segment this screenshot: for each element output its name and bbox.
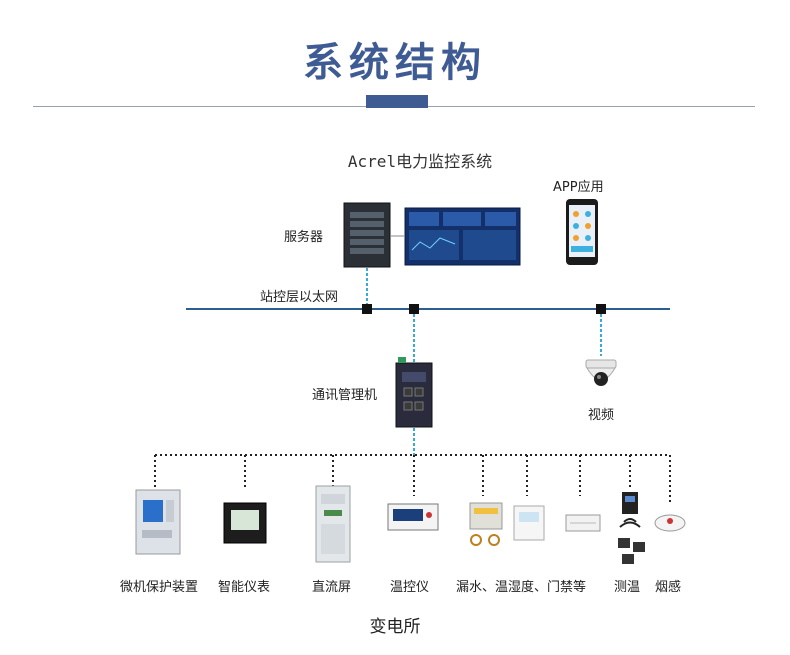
temperature-controller-icon bbox=[387, 503, 439, 531]
title-accent-bar bbox=[366, 95, 428, 108]
device-label: 直流屏 bbox=[312, 580, 352, 595]
protection-relay-icon bbox=[135, 489, 181, 555]
bus-node-server bbox=[362, 304, 372, 314]
access-control-icon bbox=[565, 514, 601, 532]
server-label: 服务器 bbox=[284, 230, 324, 245]
device-label: 温控仪 bbox=[390, 580, 430, 595]
page-title: 系统结构 bbox=[303, 40, 487, 86]
smoke-detector-icon bbox=[654, 514, 686, 532]
water-leak-sensor-icon bbox=[469, 502, 503, 546]
monitor-screen-icon bbox=[404, 207, 521, 266]
dc-panel-icon bbox=[315, 485, 351, 563]
server-icon bbox=[343, 202, 404, 268]
video-label: 视频 bbox=[588, 408, 615, 423]
dome-camera-icon bbox=[585, 359, 617, 386]
phone-icon bbox=[566, 199, 598, 265]
bus-node-video bbox=[596, 304, 606, 314]
device-label: 智能仪表 bbox=[218, 580, 271, 595]
device-drops bbox=[154, 455, 671, 505]
substation-label: 变电所 bbox=[369, 617, 421, 637]
ethernet-label: 站控层以太网 bbox=[260, 290, 339, 305]
system-title: Acrel电力监控系统 bbox=[347, 152, 493, 171]
device-label: 微机保护装置 bbox=[120, 580, 199, 595]
humidity-sensor-icon bbox=[513, 505, 545, 541]
comm-manager-label: 通讯管理机 bbox=[312, 388, 378, 403]
bus-node-comm bbox=[409, 304, 419, 314]
device-label: 测温 bbox=[614, 580, 641, 595]
device-label: 烟感 bbox=[655, 580, 682, 595]
app-label: APP应用 bbox=[553, 180, 604, 195]
smart-meter-icon bbox=[223, 502, 267, 544]
wireless-temperature-icon bbox=[618, 492, 645, 564]
comm-manager-icon bbox=[395, 357, 433, 428]
device-label: 漏水、温湿度、门禁等 bbox=[456, 580, 587, 595]
